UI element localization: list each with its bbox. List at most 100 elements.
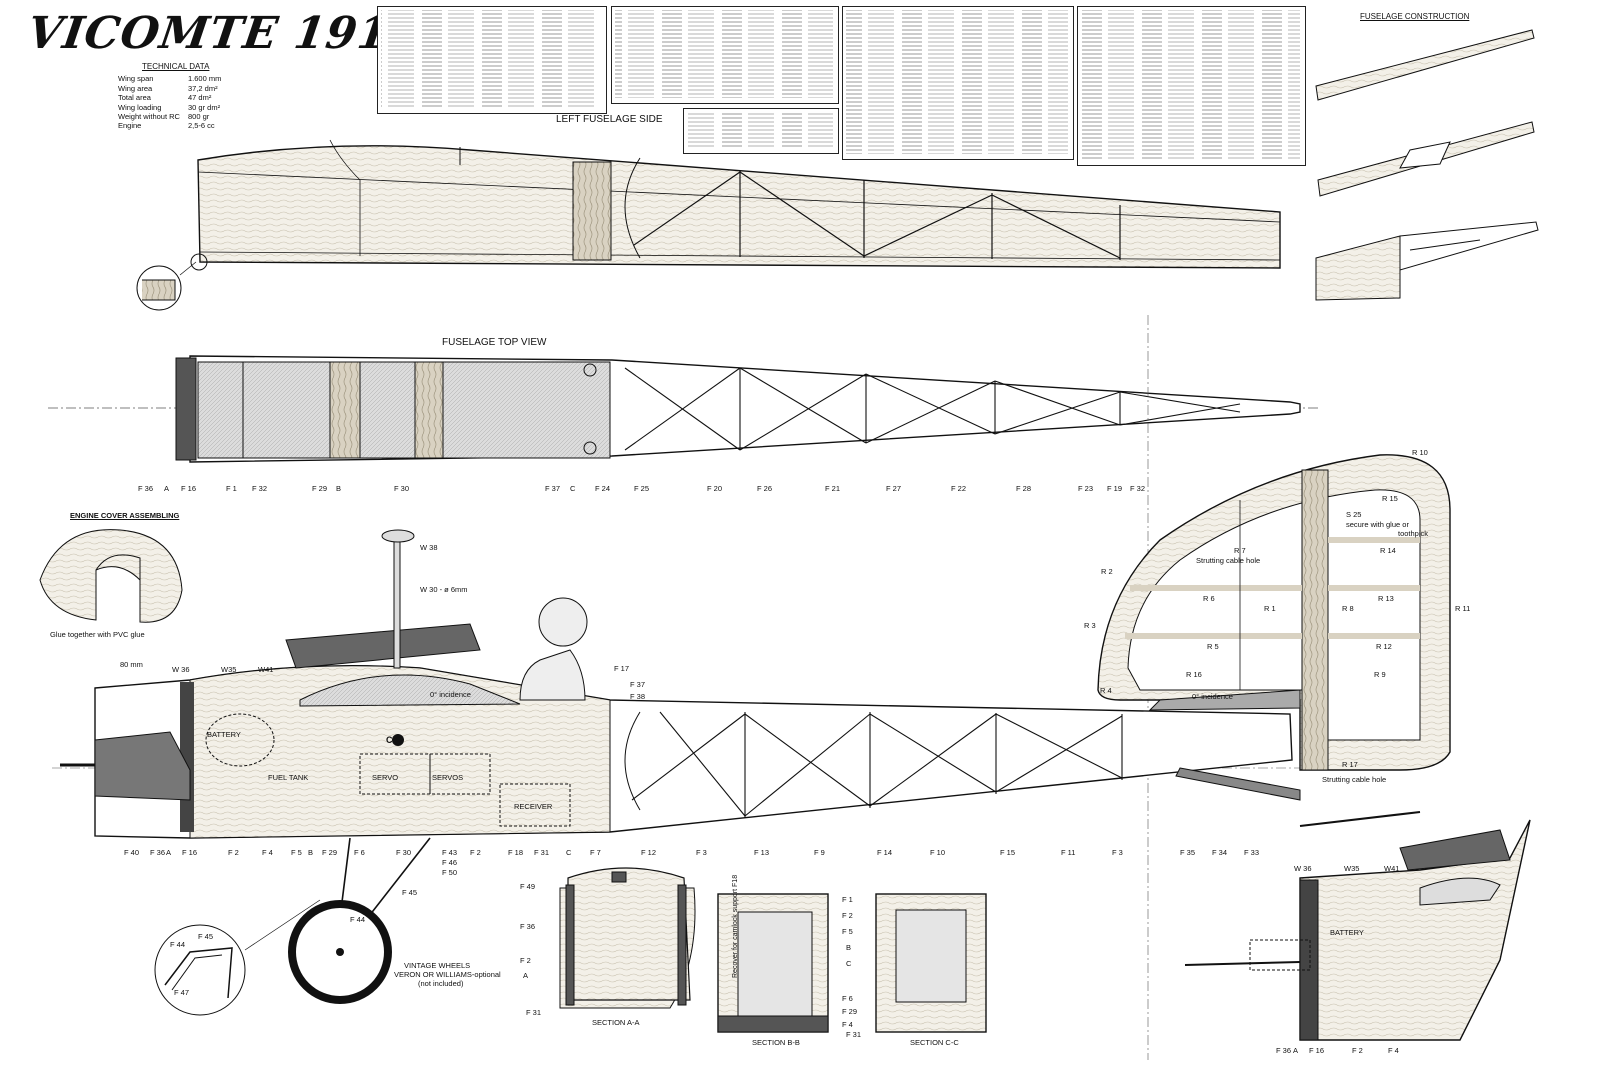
- part-label: F 40: [124, 848, 140, 857]
- part-label: F 37: [630, 680, 646, 689]
- part-label: F 25: [634, 484, 650, 493]
- rudder-view: [1097, 454, 1451, 771]
- rib-label: R 9: [1374, 670, 1386, 679]
- rib-label: R 15: [1382, 494, 1398, 503]
- servos-label: SERVOS: [432, 773, 464, 782]
- part-label: F 16: [181, 484, 197, 493]
- receiver-label: RECEIVER: [514, 802, 553, 811]
- part-label: F 34: [1212, 848, 1228, 857]
- rib-label: R 6: [1203, 594, 1215, 603]
- rib-label: R 13: [1378, 594, 1394, 603]
- part-label: W 38: [420, 543, 438, 552]
- part-label: F 1: [842, 895, 853, 904]
- rib-label: R 2: [1101, 567, 1113, 576]
- part-label: F 32: [1130, 484, 1146, 493]
- part-label: F 3: [1112, 848, 1123, 857]
- section-bb-title: SECTION B-B: [752, 1038, 800, 1047]
- part-label: F 50: [442, 868, 458, 877]
- rib-label: R 12: [1376, 642, 1392, 651]
- part-label: F 37: [545, 484, 561, 493]
- part-label: B: [336, 484, 342, 493]
- rib-label: R 1: [1264, 604, 1276, 613]
- part-label: F 36: [138, 484, 154, 493]
- part-label: F 4: [842, 1020, 853, 1029]
- part-label: W 30 - ø 6mm: [420, 585, 468, 594]
- wheels-note: VERON OR WILLIAMS-optional: [394, 970, 501, 979]
- part-label: F 36: [150, 848, 166, 857]
- part-label: W 36: [1294, 864, 1312, 873]
- part-label: F 44: [170, 940, 186, 949]
- incidence-label: 0° incidence: [430, 690, 471, 699]
- dimension-label: 80 mm: [120, 660, 143, 669]
- part-label: F 38: [630, 692, 646, 701]
- part-label: BATTERY: [1330, 928, 1364, 937]
- parts-list-text-3: [846, 10, 1068, 154]
- part-label: F 26: [757, 484, 773, 493]
- technical-data-heading: TECHNICAL DATA: [142, 62, 210, 71]
- fuselage-top-view: [48, 315, 1320, 1060]
- section-cc-title: SECTION C-C: [910, 1038, 959, 1047]
- glue-note: Glue together with PVC glue: [50, 630, 145, 639]
- part-label: F 7: [590, 848, 601, 857]
- section-aa: [559, 867, 696, 1009]
- part-label: F 6: [354, 848, 365, 857]
- part-label: F 5: [842, 927, 853, 936]
- part-label: W 36: [172, 665, 190, 674]
- main-side-view: [52, 529, 1421, 1004]
- part-label: F 44: [350, 915, 366, 924]
- rudder-note: 0° incidence: [1192, 692, 1233, 701]
- parts-list-text-4: [1081, 10, 1300, 160]
- tail-skid: [1175, 767, 1301, 801]
- rib-label: R 16: [1186, 670, 1202, 679]
- cg-label: C G: [386, 735, 403, 745]
- part-label: W35: [1344, 864, 1360, 873]
- section-bb: [717, 893, 829, 1033]
- wood-legend: [683, 108, 839, 154]
- part-label: F 36: [520, 922, 536, 931]
- part-label: F 14: [877, 848, 893, 857]
- part-label: F 31: [526, 1008, 542, 1017]
- cg-mark: [392, 734, 404, 746]
- part-label: C: [570, 484, 576, 493]
- recover-note: Recover for camlock support F18: [732, 874, 739, 978]
- fuel-tank-label: FUEL TANK: [268, 773, 309, 782]
- part-label: C: [566, 848, 572, 857]
- part-label: F 28: [1016, 484, 1032, 493]
- part-label: F 29: [322, 848, 338, 857]
- part-label: F 1: [226, 484, 237, 493]
- rib-label: R 14: [1380, 546, 1396, 555]
- rib-label: R 10: [1412, 448, 1428, 457]
- part-label: F 43: [442, 848, 458, 857]
- rib-label: R 8: [1342, 604, 1354, 613]
- part-label: F 24: [595, 484, 611, 493]
- part-label: F 16: [182, 848, 198, 857]
- strut-detail: [154, 899, 321, 1016]
- servo-label: SERVO: [372, 773, 399, 782]
- part-label: A: [523, 971, 529, 980]
- rudder-note: secure with glue or: [1346, 520, 1409, 529]
- fuselage-construction-title: FUSELAGE CONSTRUCTION: [1360, 12, 1470, 21]
- windscreen-post: [393, 537, 401, 669]
- part-label: F 45: [198, 932, 214, 941]
- part-label: F 46: [442, 858, 458, 867]
- vintage-wheels-title: VINTAGE WHEELS: [404, 961, 471, 970]
- rudder-note: Strutting cable hole: [1322, 775, 1387, 784]
- part-label: F 45: [402, 888, 418, 897]
- part-label: F 32: [252, 484, 268, 493]
- rib-label: S 25: [1346, 510, 1362, 519]
- part-label: F 15: [1000, 848, 1016, 857]
- part-label: F 17: [614, 664, 630, 673]
- rib-label: R 4: [1100, 686, 1112, 695]
- rib-label: R 7: [1234, 546, 1246, 555]
- part-label: F 11: [1061, 848, 1076, 857]
- rudder-note: Strutting cable hole: [1196, 556, 1261, 565]
- part-label: F 18: [508, 848, 524, 857]
- section-aa-title: SECTION A-A: [592, 1018, 640, 1027]
